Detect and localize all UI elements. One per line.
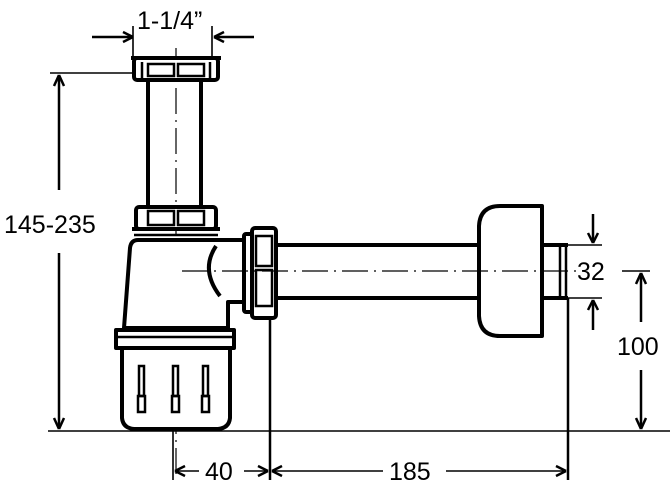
outlet-height-label: 100 xyxy=(617,333,659,361)
outlet-side-nut xyxy=(242,226,278,320)
dimension-outlet-height: 100 xyxy=(617,272,659,430)
dimension-outlet-diameter: 32 xyxy=(568,214,605,330)
bottle-cup xyxy=(120,346,232,431)
height-range-label: 145-235 xyxy=(4,211,96,239)
trap-body xyxy=(114,238,246,350)
dimension-horizontal-offsets: 40 185 xyxy=(172,298,570,486)
lower-vertical-nut xyxy=(132,205,220,237)
wall-spigot xyxy=(542,243,568,300)
top-inlet-nut xyxy=(131,56,221,82)
horizontal-outlet-pipe xyxy=(278,243,480,300)
vertical-tail-pipe xyxy=(146,80,203,207)
inlet-diameter-label: 1-1/4” xyxy=(137,7,202,35)
dimension-inlet-diameter: 1-1/4” xyxy=(92,7,254,58)
length-185-label: 185 xyxy=(389,458,431,486)
outlet-diameter-label: 32 xyxy=(577,258,605,286)
offset-40-label: 40 xyxy=(205,458,233,486)
dimension-height-range: 145-235 xyxy=(4,72,134,430)
